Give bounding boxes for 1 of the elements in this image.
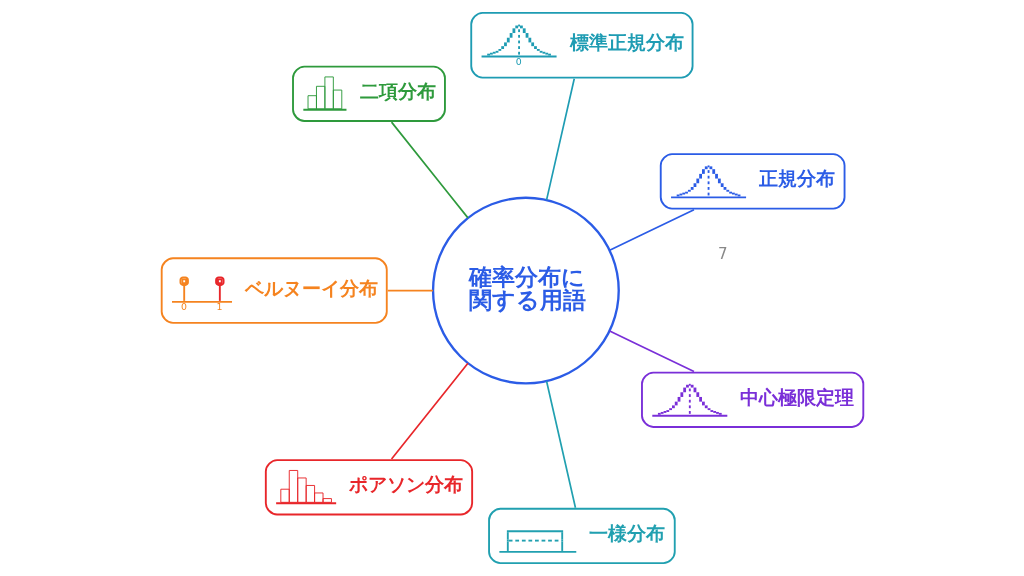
label: 7 [717, 244, 728, 263]
